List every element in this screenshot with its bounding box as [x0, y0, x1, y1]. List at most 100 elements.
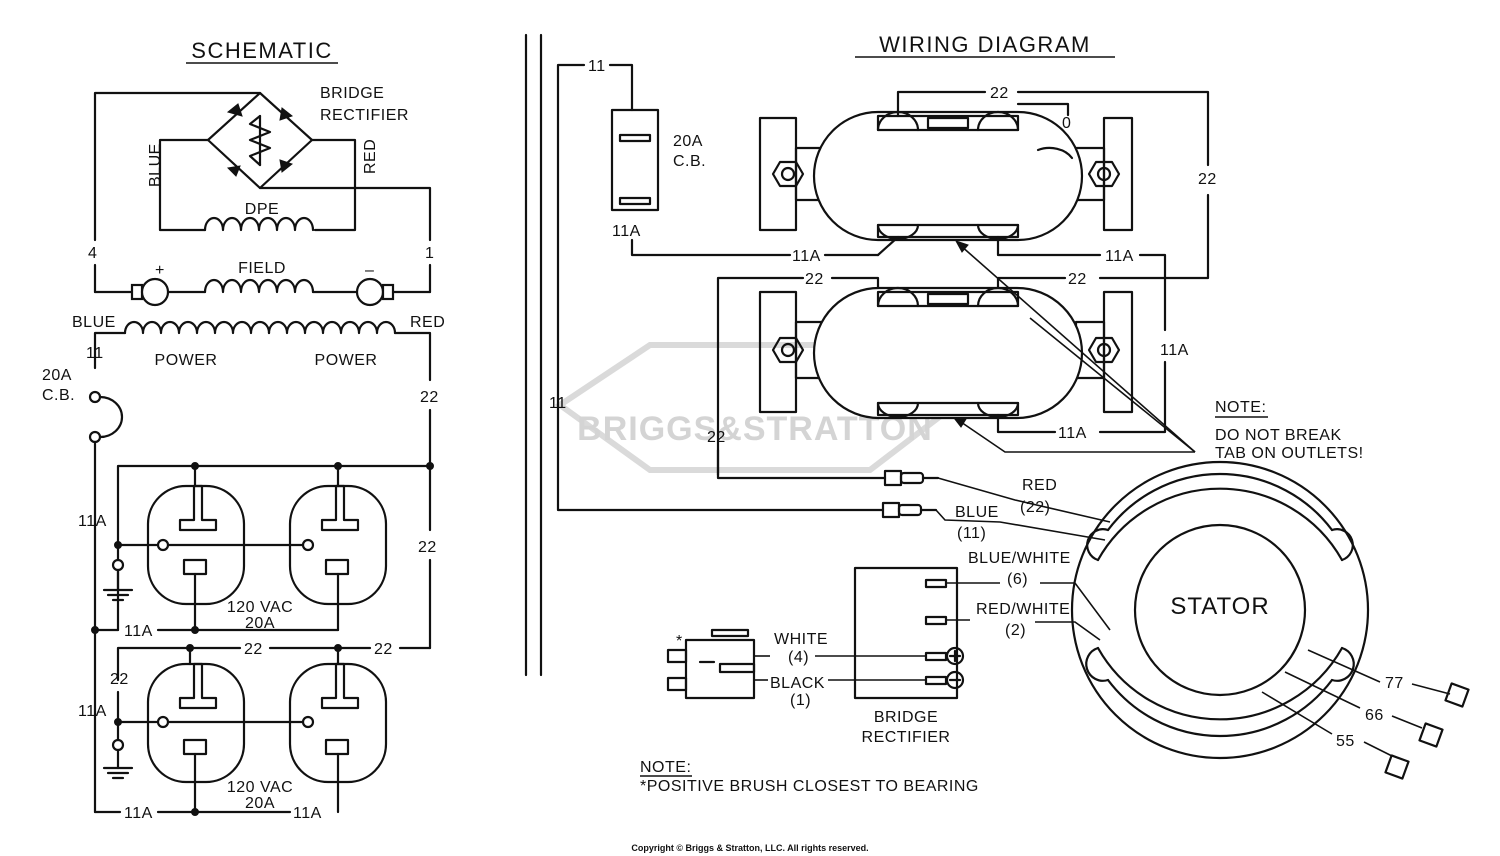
outlet-bus-mid — [116, 646, 242, 682]
note-line-1: DO NOT BREAK — [1215, 427, 1342, 444]
black-wire-label: BLACK — [770, 675, 825, 692]
mid-wire-11a-left: 11A — [792, 248, 821, 265]
note-title: NOTE: — [1215, 399, 1266, 416]
wire-11a-c: 11A — [78, 703, 107, 720]
cb-contact-top — [88, 390, 102, 404]
field-coil — [203, 278, 315, 294]
lead-77-terminal — [1444, 682, 1470, 708]
outlet-1-voltage: 120 VAC — [227, 599, 293, 616]
bridge-rectifier-label-2: RECTIFIER — [320, 107, 409, 124]
blue-wire-number: (11) — [957, 525, 986, 542]
wire-4-top — [93, 91, 262, 242]
wire-22-c: 22 — [244, 641, 263, 658]
outlet-top — [758, 110, 1134, 242]
stator — [1070, 460, 1370, 760]
bridge-rectifier-symbol — [206, 91, 314, 190]
mid-wire-22-right: 22 — [1068, 271, 1087, 288]
blue-power-label: BLUE — [72, 314, 116, 331]
power-label-2: POWER — [315, 352, 378, 369]
lead-77-label: 77 — [1385, 675, 1404, 692]
wire-22-a: 22 — [420, 389, 439, 406]
lead-55-label: 55 — [1336, 733, 1355, 750]
copyright: Copyright © Briggs & Stratton, LLC. All … — [631, 843, 868, 853]
blue-wire-label: BLUE — [955, 504, 999, 521]
field-label: FIELD — [238, 260, 286, 277]
wiring-diagram: WIRING DIAGRAM 11 20A C.B. 11A — [549, 32, 1470, 795]
wire-4-label: 4 — [88, 245, 97, 262]
bridge-label-2: RECTIFIER — [862, 729, 951, 746]
low-wire-11a: 11A — [1058, 425, 1087, 442]
schematic: SCHEMATIC BRIDGE RECTIFIER BLUE RED DPE … — [42, 38, 445, 822]
bridge-rectifier-box — [853, 566, 965, 700]
red-power-label: RED — [410, 314, 445, 331]
red-white-label: RED/WHITE — [976, 601, 1070, 618]
note-line-2: TAB ON OUTLETS! — [1215, 445, 1364, 462]
power-coil-1 — [123, 320, 271, 335]
note2-text: *POSITIVE BRUSH CLOSEST TO BEARING — [640, 778, 979, 795]
note-arrow-3 — [957, 419, 1195, 453]
outlet-2-amps: 20A — [245, 795, 275, 812]
wire-11a-d: 11A — [124, 805, 153, 822]
blue-white-label: BLUE/WHITE — [968, 550, 1071, 567]
wire-11a-a: 11A — [78, 513, 107, 530]
field-plus: + — [155, 262, 165, 279]
wire-11a-b: 11A — [124, 623, 153, 640]
cb-20a-label: 20A — [42, 367, 72, 384]
wire-22-d: 22 — [374, 641, 393, 658]
connector-blue — [881, 501, 938, 519]
cb-text: C.B. — [673, 153, 706, 170]
white-wire-label: WHITE — [774, 631, 828, 648]
left-wire-22: 22 — [707, 429, 726, 446]
brush-plus — [130, 283, 144, 301]
note-arrow-1 — [959, 244, 1196, 453]
stator-label: STATOR — [1170, 593, 1269, 620]
note-arrow-2 — [1029, 317, 1196, 453]
cb-20a: 20A — [673, 133, 703, 150]
cb-label: C.B. — [42, 387, 75, 404]
wire-1-label: 1 — [425, 245, 434, 262]
wire-11a-e: 11A — [293, 805, 322, 822]
power-label-1: POWER — [155, 352, 218, 369]
brush-asterisk: * — [676, 633, 683, 650]
lead-55-terminal — [1384, 754, 1410, 780]
wire-1-top — [258, 186, 432, 242]
top-wire-0: 0 — [1062, 115, 1071, 132]
bridge-label-1: BRIDGE — [874, 709, 938, 726]
power-coil-2 — [267, 320, 397, 335]
red-wire-label: RED — [1022, 477, 1057, 494]
cb-wire-11a: 11A — [612, 223, 641, 240]
cb-arc — [98, 395, 124, 439]
wire-blue-loop — [158, 138, 210, 232]
wire-11-label: 11 — [86, 345, 104, 362]
outlet-2-voltage: 120 VAC — [227, 779, 293, 796]
field-minus: – — [365, 262, 374, 279]
mid-wire-22-left: 22 — [805, 271, 824, 288]
white-wire-number: (4) — [788, 649, 809, 666]
right-wire-22: 22 — [1198, 171, 1217, 188]
dpe-label: DPE — [245, 201, 279, 218]
cb-wire-11: 11 — [588, 58, 606, 75]
lead-66-label: 66 — [1365, 707, 1384, 724]
brush-minus — [381, 283, 395, 301]
wire-red-loop — [310, 138, 357, 232]
black-wire-number: (1) — [790, 692, 811, 709]
circuit-breaker — [610, 108, 660, 212]
lead-66-terminal — [1418, 722, 1444, 748]
red-white-number: (2) — [1005, 622, 1026, 639]
brush-holder — [666, 628, 756, 700]
cb-contact-bottom — [88, 430, 102, 444]
schematic-title: SCHEMATIC — [191, 38, 332, 63]
blue-white-number: (6) — [1007, 571, 1028, 588]
red-label: RED — [362, 139, 379, 174]
dpe-coil — [203, 216, 315, 232]
wiring-title: WIRING DIAGRAM — [879, 32, 1091, 57]
outlet-bottom — [758, 286, 1134, 420]
top-wire-22: 22 — [990, 85, 1009, 102]
bridge-rectifier-label-1: BRIDGE — [320, 85, 384, 102]
side-wire-11a: 11A — [1160, 342, 1189, 359]
connector-red — [883, 469, 940, 487]
blue-label: BLUE — [147, 143, 164, 187]
note2-title: NOTE: — [640, 759, 691, 776]
outlet-1-amps: 20A — [245, 615, 275, 632]
